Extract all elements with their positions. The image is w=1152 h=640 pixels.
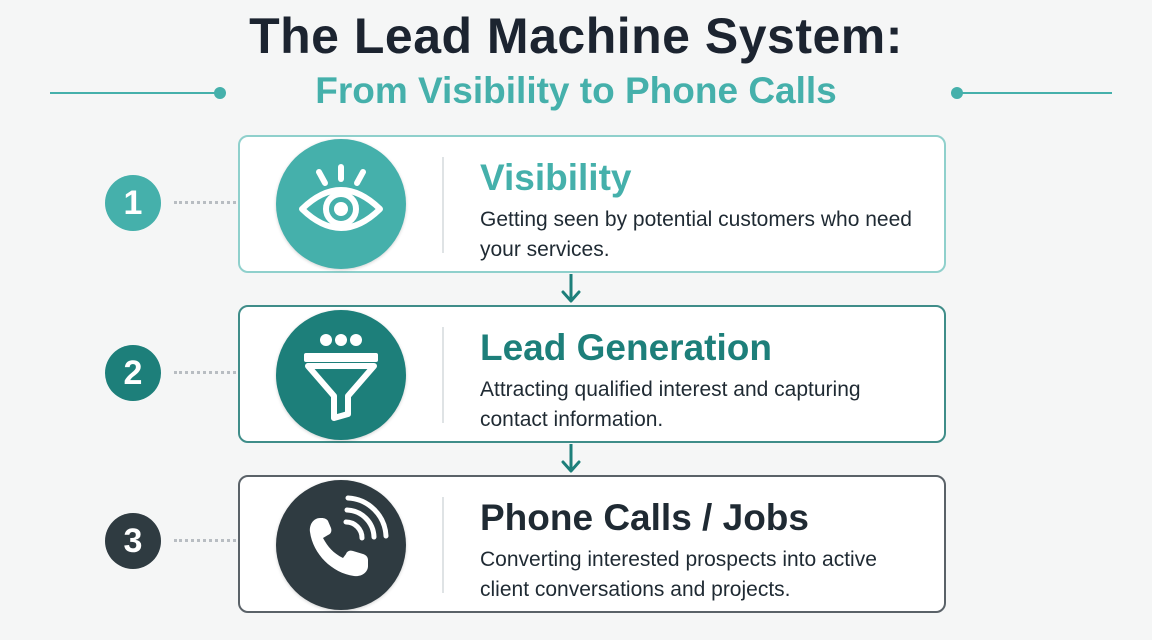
title-rule-left xyxy=(50,92,220,94)
page-title: The Lead Machine System: xyxy=(249,8,903,64)
eye-icon xyxy=(299,164,383,231)
step-title: Lead Generation xyxy=(480,327,772,368)
phone-call-icon xyxy=(309,495,389,577)
icon-badge xyxy=(276,139,406,269)
icon-badge xyxy=(276,310,406,440)
step-card: Phone Calls / Jobs Converting interested… xyxy=(238,475,946,613)
page-subtitle: From Visibility to Phone Calls xyxy=(315,70,837,111)
card-divider xyxy=(442,157,444,253)
title-rule-dot-right xyxy=(951,87,963,99)
title-rule-right xyxy=(960,92,1112,94)
flow-arrow-down-icon xyxy=(561,274,581,303)
step-title: Visibility xyxy=(480,157,632,198)
title-rule-dot-left xyxy=(214,87,226,99)
icon-badge xyxy=(276,480,406,610)
step-title: Phone Calls / Jobs xyxy=(480,497,809,538)
step-card: Lead Generation Attracting qualified int… xyxy=(238,305,946,443)
step-connector-dots xyxy=(174,201,236,204)
step-lead-generation: 2 Lead Generation Attracting qualified i… xyxy=(0,305,1152,445)
step-description: Attracting qualified interest and captur… xyxy=(480,378,861,431)
step-card: Visibility Getting seen by potential cus… xyxy=(238,135,946,273)
card-divider xyxy=(442,327,444,423)
step-connector-dots xyxy=(174,539,236,542)
step-description: Converting interested prospects into act… xyxy=(480,548,877,601)
step-phone-calls-jobs: 3 Phone Calls / Jobs Converting interest… xyxy=(0,475,1152,615)
step-visibility: 1 Visibility Getting seen by potential c… xyxy=(0,135,1152,275)
card-divider xyxy=(442,497,444,593)
funnel-icon xyxy=(304,334,378,421)
step-connector-dots xyxy=(174,371,236,374)
step-number-badge: 3 xyxy=(105,513,161,569)
flow-arrow-down-icon xyxy=(561,444,581,473)
step-number-badge: 1 xyxy=(105,175,161,231)
step-description: Getting seen by potential customers who … xyxy=(480,208,912,261)
step-number-badge: 2 xyxy=(105,345,161,401)
